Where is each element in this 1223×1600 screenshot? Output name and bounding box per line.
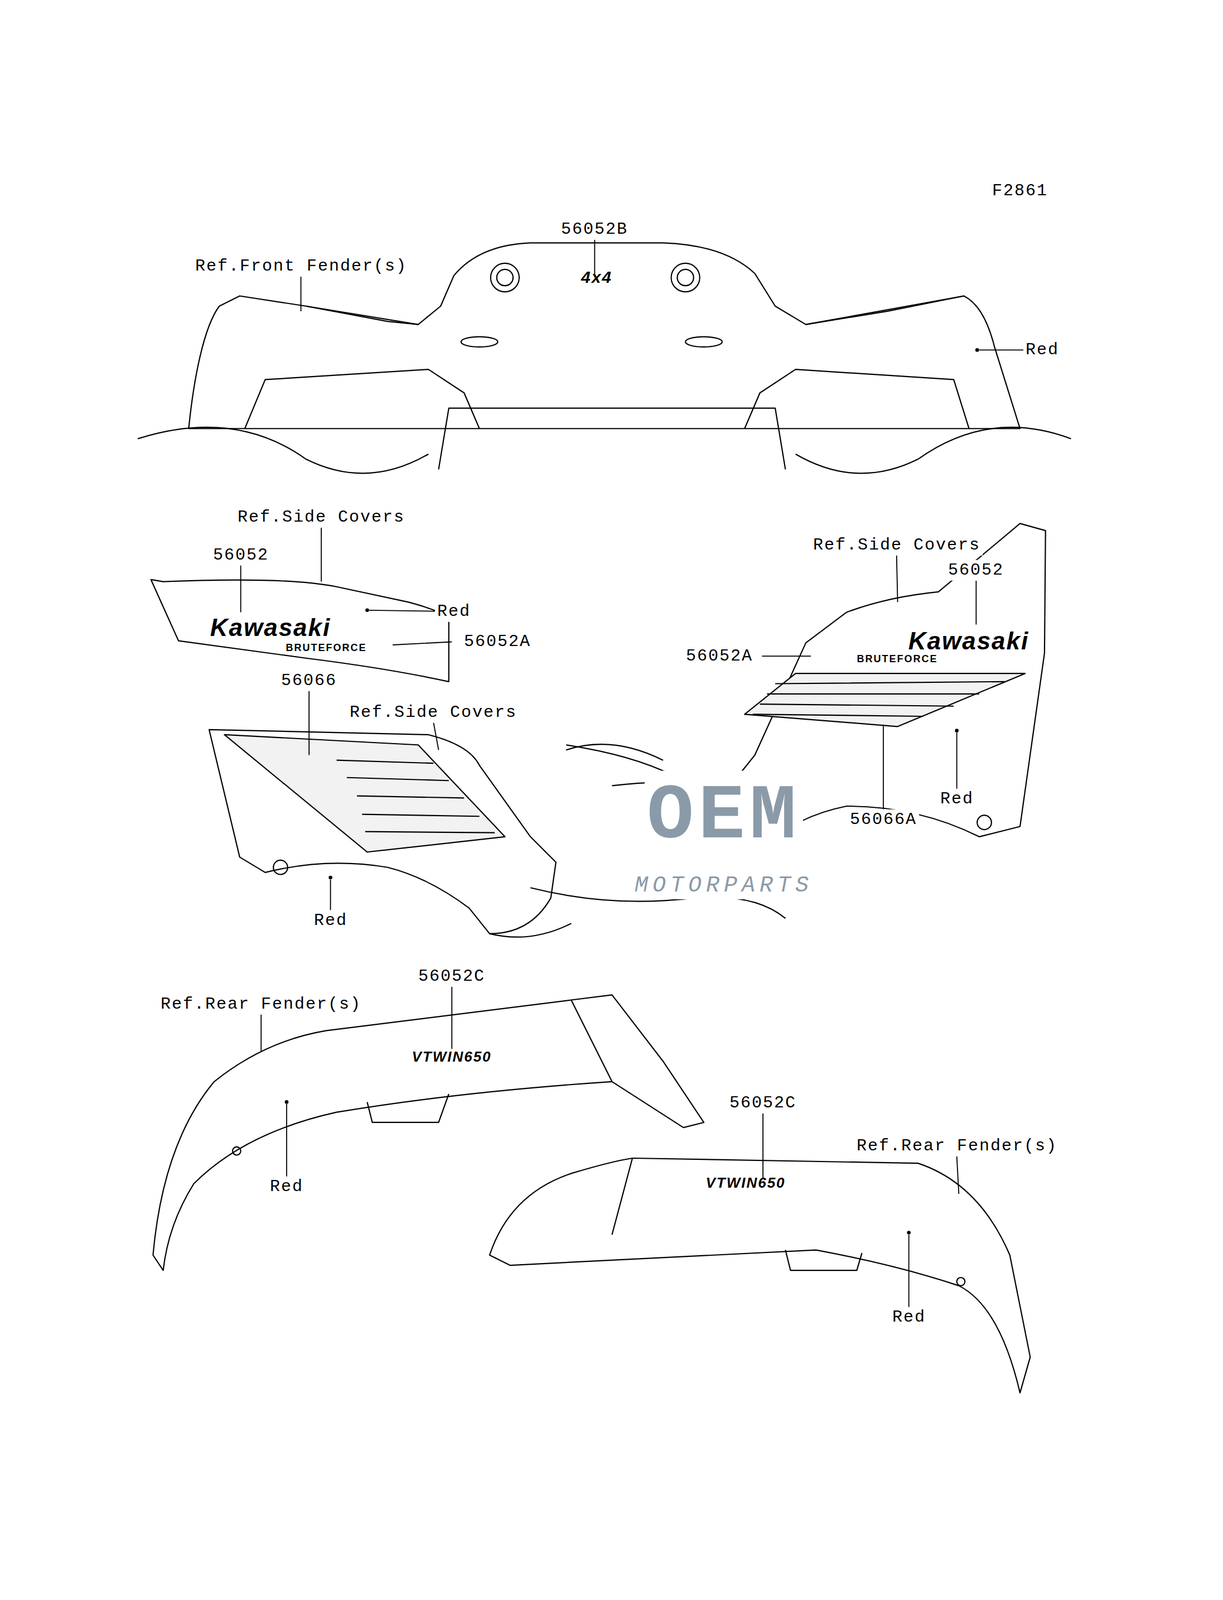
figure-code: F2861: [989, 180, 1051, 202]
callout-number: 56052A: [683, 645, 756, 667]
callout-number: 56052A: [461, 631, 534, 652]
part-reference: Ref.Side Covers: [235, 506, 408, 528]
color-note: Red: [1023, 339, 1062, 361]
decal-text: Kawasaki: [906, 626, 1032, 656]
decal-text: VTWIN650: [703, 1173, 788, 1192]
part-reference: Ref.Rear Fender(s): [854, 1135, 1060, 1157]
callout-number: 56052C: [416, 965, 488, 987]
color-note: Red: [311, 910, 350, 931]
callout-number: 56066: [278, 670, 340, 691]
color-note: Red: [938, 788, 976, 810]
callout-number: 56066A: [847, 809, 920, 830]
callout-number: 56052: [210, 544, 272, 566]
callout-number: 56052C: [727, 1092, 799, 1114]
decal-text: Kawasaki: [208, 612, 334, 643]
watermark: MOTORPARTS: [632, 872, 816, 899]
decal-text: VTWIN650: [409, 1047, 494, 1066]
decal-text: BRUTEFORCE: [854, 652, 941, 666]
callout-number: 56052B: [558, 219, 631, 240]
color-note: Red: [890, 1306, 928, 1328]
part-reference: Ref.Side Covers: [347, 702, 520, 723]
part-reference: Ref.Front Fender(s): [192, 255, 410, 277]
watermark: OEM: [644, 770, 804, 862]
color-note: Red: [434, 601, 473, 622]
decal-text: 4x4: [578, 267, 615, 288]
part-reference: Ref.Rear Fender(s): [158, 993, 364, 1015]
decal-text: BRUTEFORCE: [283, 641, 370, 655]
color-note: Red: [267, 1176, 306, 1197]
callout-number: 56052: [945, 559, 1007, 581]
part-reference: Ref.Side Covers: [810, 534, 983, 556]
